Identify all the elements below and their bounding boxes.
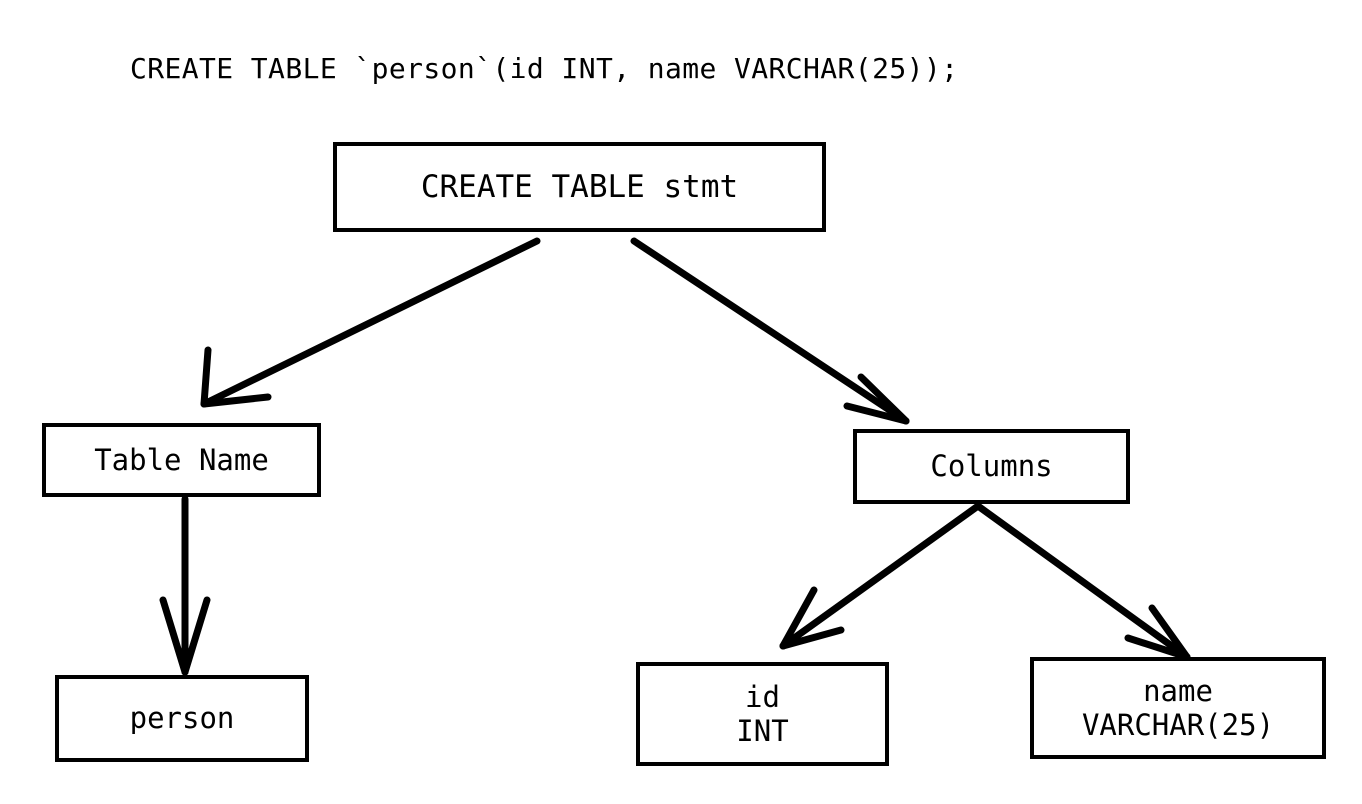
node-label-line1: Columns bbox=[930, 449, 1053, 484]
edge-columns-to-col-id bbox=[779, 502, 982, 650]
edge-root-to-columns bbox=[630, 237, 910, 425]
node-create-table-stmt[interactable]: CREATE TABLE stmt bbox=[333, 142, 826, 232]
node-label-line1: name bbox=[1143, 673, 1213, 708]
sql-statement-caption: CREATE TABLE `person`(id INT, name VARCH… bbox=[130, 52, 959, 85]
node-person[interactable]: person bbox=[55, 675, 309, 762]
node-column-name[interactable]: name VARCHAR(25) bbox=[1030, 657, 1326, 759]
edge-root-to-table-name bbox=[200, 237, 541, 408]
node-label-line1: Table Name bbox=[94, 442, 269, 477]
edge-table-name-to-person bbox=[159, 495, 211, 676]
node-table-name[interactable]: Table Name bbox=[42, 423, 321, 497]
node-column-id[interactable]: id INT bbox=[636, 662, 889, 766]
node-label-line2: INT bbox=[736, 714, 789, 748]
node-label-line2: VARCHAR(25) bbox=[1081, 708, 1275, 742]
node-label-line1: CREATE TABLE stmt bbox=[420, 168, 739, 205]
node-columns[interactable]: Columns bbox=[853, 429, 1130, 504]
edge-columns-to-col-name bbox=[974, 502, 1191, 661]
node-label-line1: id bbox=[745, 679, 780, 714]
node-label-line1: person bbox=[129, 701, 235, 736]
